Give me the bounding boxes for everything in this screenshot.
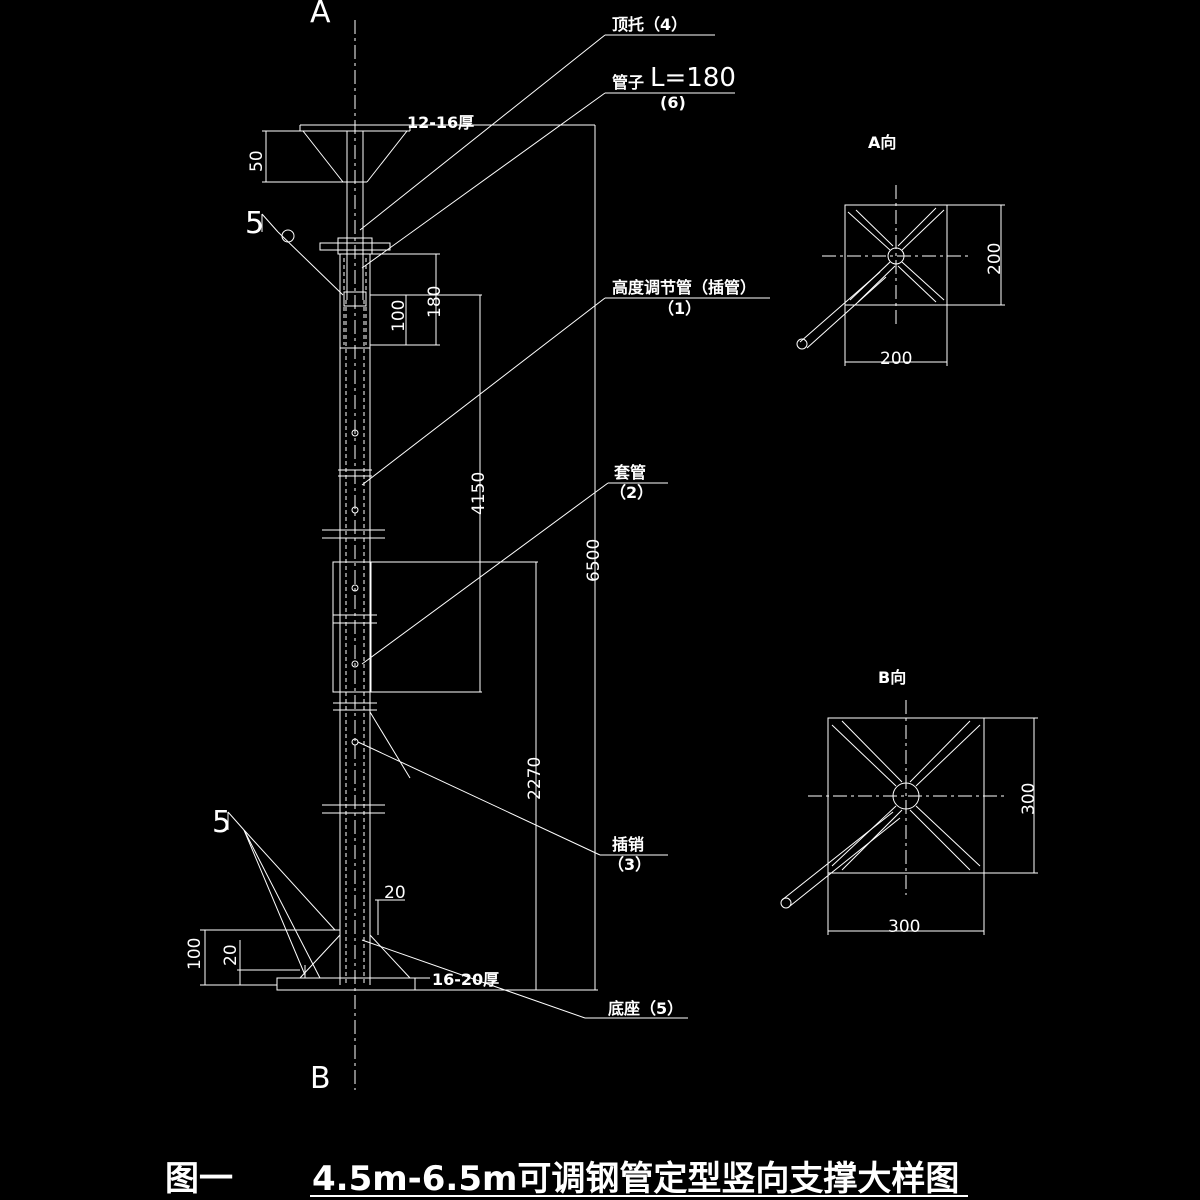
view-a-height: 200 bbox=[985, 243, 1005, 275]
dim-2270: 2270 bbox=[525, 757, 545, 800]
label-pipe: 管子 bbox=[612, 73, 644, 92]
dim-180: 180 bbox=[425, 286, 445, 318]
view-a: A向 200 200 bbox=[796, 133, 1005, 369]
label-pipe-no: (6) bbox=[660, 93, 686, 112]
dim-4150: 4150 bbox=[469, 472, 489, 515]
label-sleeve-no: （2） bbox=[610, 483, 653, 502]
dim-20-base: 20 bbox=[221, 944, 241, 966]
figure-number: 图一 bbox=[165, 1159, 233, 1199]
adjust-pipe bbox=[322, 300, 385, 985]
label-pin-no: （3） bbox=[608, 855, 651, 874]
weld-symbol-top: 5 bbox=[245, 206, 264, 241]
label-adjust-pipe-no: （1） bbox=[658, 299, 701, 318]
top-dimensions: 50 12-16厚 180 100 5 bbox=[245, 113, 595, 346]
view-b-label: B向 bbox=[878, 668, 906, 687]
label-pipe-length: L=180 bbox=[650, 63, 736, 93]
label-base: 底座（5） bbox=[608, 999, 683, 1018]
note-top-plate: 12-16厚 bbox=[407, 113, 474, 132]
dim-6500: 6500 bbox=[584, 539, 604, 582]
view-a-width: 200 bbox=[880, 349, 912, 369]
view-b: B向 300 300 bbox=[780, 668, 1039, 937]
view-b-height: 300 bbox=[1019, 783, 1039, 815]
weld-symbol-bottom: 5 bbox=[212, 805, 231, 840]
dim-50: 50 bbox=[247, 150, 267, 172]
axis-label-a: A bbox=[310, 0, 331, 30]
part-labels: 顶托（4） 管子 L=180 (6) 高度调节管（插管） （1） 套管 （2） … bbox=[357, 15, 770, 1019]
note-base-plate: 16-20厚 bbox=[432, 970, 499, 989]
figure-title-text: 4.5m-6.5m可调钢管定型竖向支撑大样图 bbox=[312, 1159, 959, 1199]
dim-100-base: 100 bbox=[185, 938, 205, 970]
view-b-width: 300 bbox=[888, 917, 920, 937]
label-pin: 插销 bbox=[612, 835, 644, 854]
dim-100-top: 100 bbox=[389, 300, 409, 332]
base-support: 16-20厚 100 20 20 5 bbox=[185, 805, 499, 991]
view-a-label: A向 bbox=[868, 133, 896, 152]
main-elevation: A B 50 12- bbox=[185, 0, 770, 1096]
label-adjust-pipe: 高度调节管（插管） bbox=[612, 278, 756, 297]
height-dimensions: 4150 6500 2270 bbox=[370, 125, 604, 991]
axis-label-b: B bbox=[310, 1061, 331, 1096]
dim-20-right: 20 bbox=[384, 883, 406, 903]
label-sleeve: 套管 bbox=[613, 463, 646, 482]
label-top-support: 顶托（4） bbox=[612, 15, 687, 34]
figure-title: 图一 4.5m-6.5m可调钢管定型竖向支撑大样图 bbox=[165, 1159, 968, 1199]
